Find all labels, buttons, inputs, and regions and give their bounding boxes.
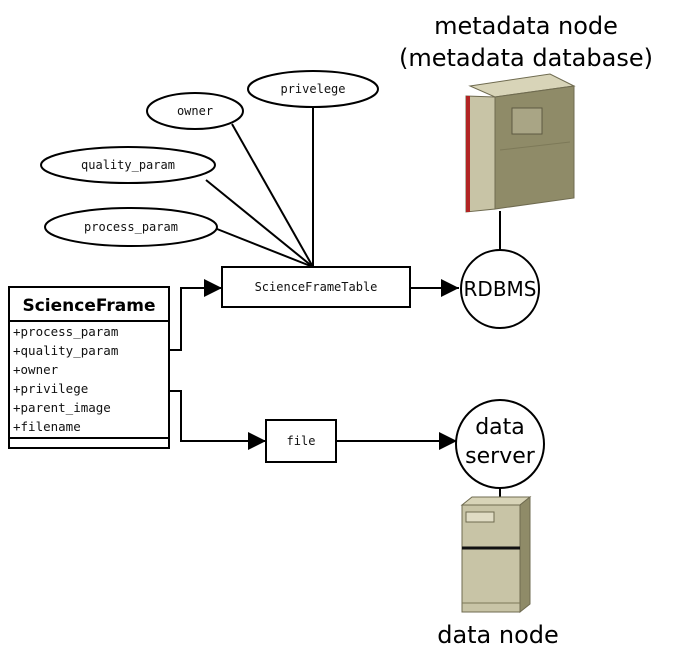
rdbms-label: RDBMS bbox=[464, 277, 537, 301]
metadata-node-label: metadata node bbox=[434, 12, 618, 40]
quality-param-label: quality_param bbox=[81, 158, 175, 172]
process-param-label: process_param bbox=[84, 220, 178, 234]
class-attribute: +quality_param bbox=[13, 343, 118, 358]
class-attribute: +privilege bbox=[13, 381, 88, 396]
class-attribute: +process_param bbox=[13, 324, 118, 339]
science-frame-class-title: ScienceFrame bbox=[22, 296, 155, 316]
metadata-server-icon bbox=[465, 73, 576, 213]
science-frame-table-label: ScienceFrameTable bbox=[255, 280, 378, 294]
process-param-ellipse bbox=[44, 207, 218, 247]
file-label: file bbox=[287, 434, 316, 448]
metadata-database-label: (metadata database) bbox=[399, 44, 653, 72]
class-to-file-arrow bbox=[169, 390, 266, 450]
data-server-icon bbox=[460, 495, 532, 614]
class-attribute: +owner bbox=[13, 362, 59, 377]
owner-ellipse bbox=[146, 92, 244, 130]
data-server-label-line2: server bbox=[465, 444, 536, 469]
attribute-connectors bbox=[205, 107, 314, 268]
class-attribute: +parent_image bbox=[13, 400, 111, 415]
data-server-label-line1: data bbox=[475, 415, 525, 440]
quality-param-ellipse bbox=[40, 146, 216, 184]
class-attribute: +filename bbox=[13, 419, 81, 434]
file-box bbox=[265, 419, 337, 463]
owner-label: owner bbox=[177, 104, 213, 118]
rdbms-node bbox=[460, 249, 540, 329]
science-frame-class-box bbox=[8, 286, 170, 449]
class-to-table-arrow bbox=[169, 279, 222, 351]
data-node-label: data node bbox=[437, 621, 559, 649]
privelege-label: privelege bbox=[280, 82, 345, 96]
